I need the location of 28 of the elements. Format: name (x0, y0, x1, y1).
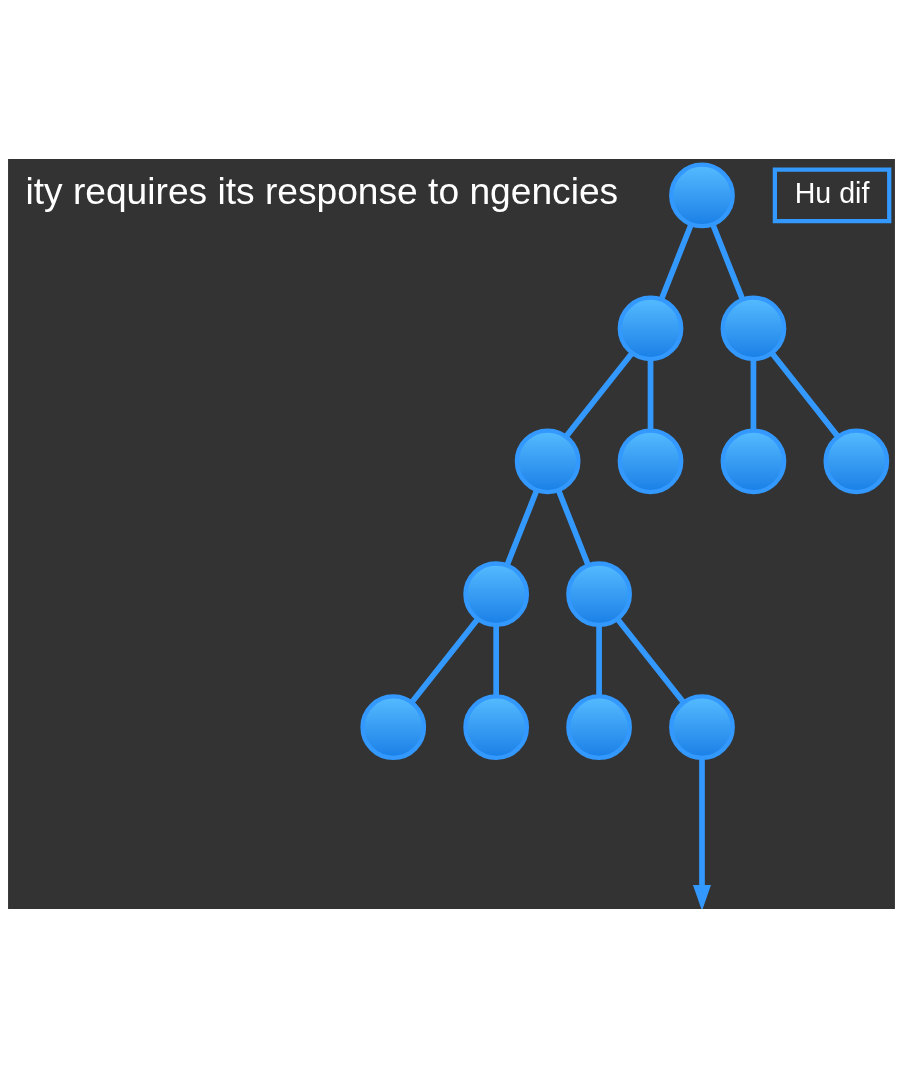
connector (563, 350, 635, 438)
node-circle (463, 560, 530, 627)
node-circle (823, 427, 890, 494)
connector (658, 222, 694, 300)
connector (409, 616, 480, 704)
connector (493, 624, 500, 696)
node-circle (720, 295, 787, 361)
node-circle (514, 427, 581, 494)
node-circle (566, 560, 632, 627)
node-circle (720, 427, 787, 494)
node-circle (566, 693, 632, 760)
connector (555, 488, 591, 566)
node-circle (617, 427, 684, 494)
connector (769, 350, 841, 438)
node-circle (669, 693, 735, 760)
node-box: Hu dif (772, 167, 892, 223)
arrow (692, 757, 712, 909)
connector (647, 358, 654, 430)
label: ity requires its response to ngencies (25, 169, 619, 212)
connector (596, 624, 602, 696)
node-circle (669, 162, 735, 228)
node-circle (617, 295, 684, 361)
node-circle (463, 693, 530, 760)
node-circle (360, 693, 427, 760)
connector (710, 222, 746, 300)
connector (750, 358, 757, 430)
connector (504, 488, 540, 566)
connector (615, 616, 686, 704)
